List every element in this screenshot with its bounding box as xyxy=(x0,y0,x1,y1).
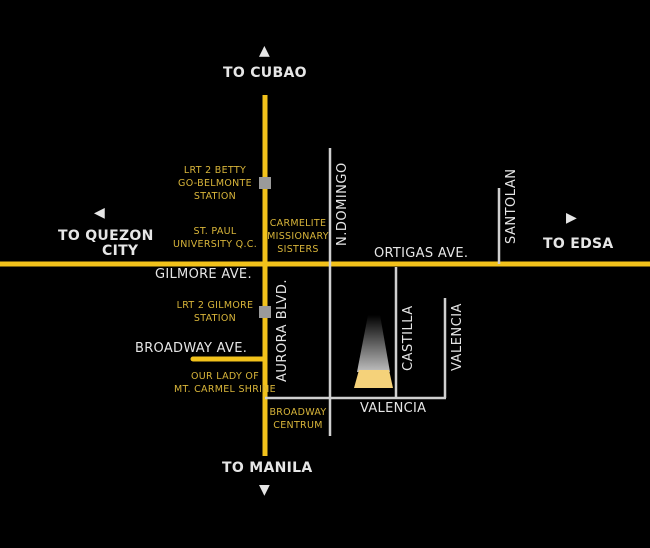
site-beam xyxy=(357,315,390,372)
arrow-up-icon: ▲ xyxy=(259,43,270,59)
label-line: OUR LADY OF xyxy=(191,371,259,382)
label-line: UNIVERSITY Q.C. xyxy=(172,239,258,250)
label-line: SISTERS xyxy=(277,244,319,255)
n-domingo-label: N.DOMINGO xyxy=(335,162,350,246)
label-line: CENTRUM xyxy=(273,420,323,431)
valencia-horizontal-label: VALENCIA xyxy=(360,401,427,416)
label-line: BROADWAY xyxy=(269,407,327,418)
valencia-vertical-label: VALENCIA xyxy=(450,303,465,371)
carmelite-label: CARMELITE MISSIONARY SISTERS xyxy=(267,217,329,256)
st-paul-label: ST. PAUL UNIVERSITY Q.C. xyxy=(170,225,260,251)
aurora-blvd-label: AURORA BLVD. xyxy=(275,279,290,382)
castilla-label: CASTILLA xyxy=(401,305,416,371)
to-quezon-label: TO QUEZON xyxy=(58,228,154,244)
broadway-ave-label: BROADWAY AVE. xyxy=(135,341,248,356)
arrow-down-icon: ▼ xyxy=(259,482,270,498)
label-line: CARMELITE xyxy=(269,218,327,229)
gilmore-station-marker xyxy=(259,306,271,318)
to-manila-label: TO MANILA xyxy=(222,460,313,476)
label-line: STATION xyxy=(193,313,237,324)
site-location-marker xyxy=(354,370,393,388)
arrow-left-icon: ◀ xyxy=(94,205,105,221)
santolan-label: SANTOLAN xyxy=(504,168,519,244)
label-line: STATION xyxy=(193,191,237,202)
label-line: LRT 2 BETTY xyxy=(183,165,247,176)
betty-go-station-marker xyxy=(259,177,271,189)
label-line: MT. CARMEL SHRINE xyxy=(174,384,276,395)
arrow-right-icon: ▶ xyxy=(566,210,577,226)
label-line: GO-BELMONTE xyxy=(178,178,252,189)
our-lady-label: OUR LADY OF MT. CARMEL SHRINE xyxy=(174,370,276,396)
label-line: MISSIONARY xyxy=(267,231,329,242)
gilmore-ave-label: GILMORE AVE. xyxy=(155,267,252,282)
to-edsa-label: TO EDSA xyxy=(543,236,614,252)
gilmore-station-label: LRT 2 GILMORE STATION xyxy=(175,299,255,325)
broadway-centrum-label: BROADWAY CENTRUM xyxy=(267,406,329,432)
label-line: ST. PAUL xyxy=(193,226,237,237)
ortigas-ave-label: ORTIGAS AVE. xyxy=(374,246,469,261)
city-label: CITY xyxy=(102,243,139,259)
label-line: LRT 2 GILMORE xyxy=(176,300,254,311)
betty-go-station-label: LRT 2 BETTY GO-BELMONTE STATION xyxy=(175,164,255,203)
to-cubao-label: TO CUBAO xyxy=(223,65,307,81)
